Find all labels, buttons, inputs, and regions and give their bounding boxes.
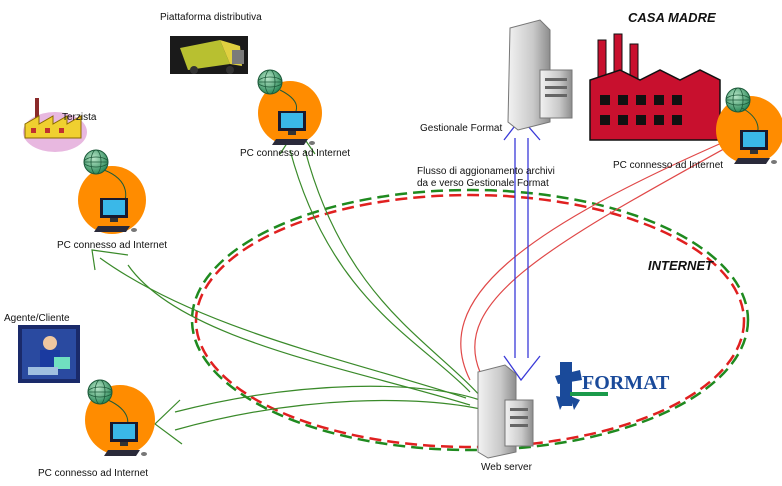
pc-agente-label: PC connesso ad Internet xyxy=(38,468,149,479)
pc-casa-madre xyxy=(716,87,782,164)
flusso-label-line1: Flusso di aggionamento archivi xyxy=(417,166,555,177)
gestionale-label: Gestionale Format xyxy=(420,123,503,134)
pc-agente xyxy=(85,379,155,456)
casa-madre-title: CASA MADRE xyxy=(628,10,716,25)
pc-piattaforma-label: PC connesso ad Internet xyxy=(240,148,351,159)
terzista-factory-icon xyxy=(23,98,87,152)
gestionale-server-icon xyxy=(507,19,573,131)
web-server-label: Web server xyxy=(481,462,532,473)
format-logo-icon xyxy=(555,362,608,410)
pc-piattaforma xyxy=(257,69,322,145)
arrow-gestionale-webserver xyxy=(503,116,541,382)
piattaforma-label: Piattaforma distributiva xyxy=(160,12,262,23)
truck-icon xyxy=(170,36,248,74)
pc-terzista-label: PC connesso ad Internet xyxy=(57,240,168,251)
pc-casa-madre-label: PC connesso ad Internet xyxy=(613,160,724,171)
pc-terzista xyxy=(78,149,146,234)
arrow-to-terzista xyxy=(91,249,471,406)
agente-label: Agente/Cliente xyxy=(4,313,70,324)
format-logo-text: FORMAT xyxy=(582,372,670,394)
internet-label: INTERNET xyxy=(648,258,713,273)
internet-ellipse-red xyxy=(194,193,746,449)
casa-madre-factory-icon xyxy=(589,33,721,141)
arrow-to-agente xyxy=(154,385,486,445)
flusso-label-line2: da e verso Gestionale Format xyxy=(417,178,549,189)
web-server-icon xyxy=(477,364,534,459)
internet-ellipse-green xyxy=(190,188,750,452)
agente-cliente-icon xyxy=(18,325,80,383)
terzista-label: Terzista xyxy=(62,112,97,123)
